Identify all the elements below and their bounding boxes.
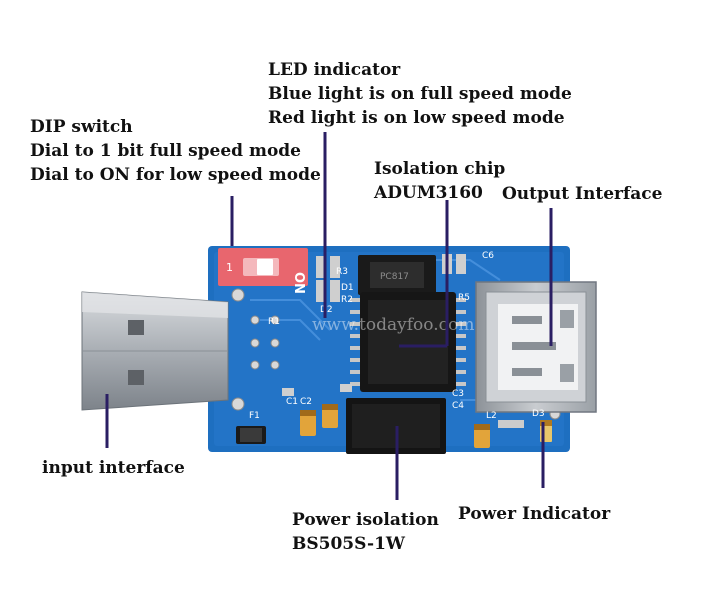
silk-r2: R2 [341, 295, 353, 305]
input-interface-title: input interface [42, 458, 185, 478]
switch-on-marking: ON [291, 272, 306, 294]
dip-switch-line1: Dial to 1 bit full speed mode [30, 141, 301, 161]
led-indicator-title: LED indicator [268, 60, 401, 80]
isolation-chip-title: Isolation chip [374, 159, 506, 179]
pointer-lines [105, 132, 553, 500]
output-interface-title: Output Interface [502, 184, 663, 204]
optocoupler: PC817 [358, 255, 436, 295]
silk-c2: C2 [300, 397, 312, 407]
silkscreen: F1 C1 C2 C3 C4 C6 R1 R2 R3 R5 D1 D2 D3 L… [249, 251, 545, 421]
dip-switch-line2: Dial to ON for low speed mode [30, 165, 321, 185]
watermark: www.todayfoo.com [312, 315, 474, 335]
silk-l2: L2 [486, 411, 497, 421]
silk-r5: R5 [458, 293, 470, 303]
silk-r1: R1 [268, 317, 280, 327]
silk-c4: C4 [452, 401, 464, 411]
silk-c1: C1 [286, 397, 298, 407]
isolation-chip [350, 292, 466, 392]
usb-male-plug [81, 291, 229, 411]
power-isolation-model: BS505S-1W [292, 534, 406, 554]
power-isolation-title: Power isolation [292, 510, 439, 530]
power-isolation-label: Power isolation BS505S-1W [292, 508, 439, 556]
isolation-chip-label: Isolation chip ADUM3160 [374, 157, 505, 205]
silk-c6: C6 [482, 251, 494, 261]
output-interface-label: Output Interface [502, 182, 662, 206]
silk-c3: C3 [452, 389, 464, 399]
dip-switch: ON 1 [218, 248, 308, 294]
silk-d1: D1 [341, 283, 354, 293]
led-indicator-line2: Red light is on low speed mode [268, 108, 565, 128]
usb-female-port [475, 281, 597, 413]
dip-switch-title: DIP switch [30, 117, 133, 137]
power-indicator-title: Power Indicator [458, 504, 611, 524]
power-indicator-label: Power Indicator [458, 502, 610, 526]
led-indicator-label: LED indicator Blue light is on full spee… [268, 58, 572, 130]
input-interface-label: input interface [42, 456, 185, 480]
switch-one-marking: 1 [226, 261, 233, 274]
optocoupler-marking: PC817 [380, 272, 409, 282]
silk-d3: D3 [532, 409, 545, 419]
silk-f1: F1 [249, 411, 260, 421]
led-indicator-line1: Blue light is on full speed mode [268, 84, 572, 104]
dip-switch-label: DIP switch Dial to 1 bit full speed mode… [30, 115, 321, 187]
isolation-chip-model: ADUM3160 [374, 183, 483, 203]
silk-r3: R3 [336, 267, 348, 277]
